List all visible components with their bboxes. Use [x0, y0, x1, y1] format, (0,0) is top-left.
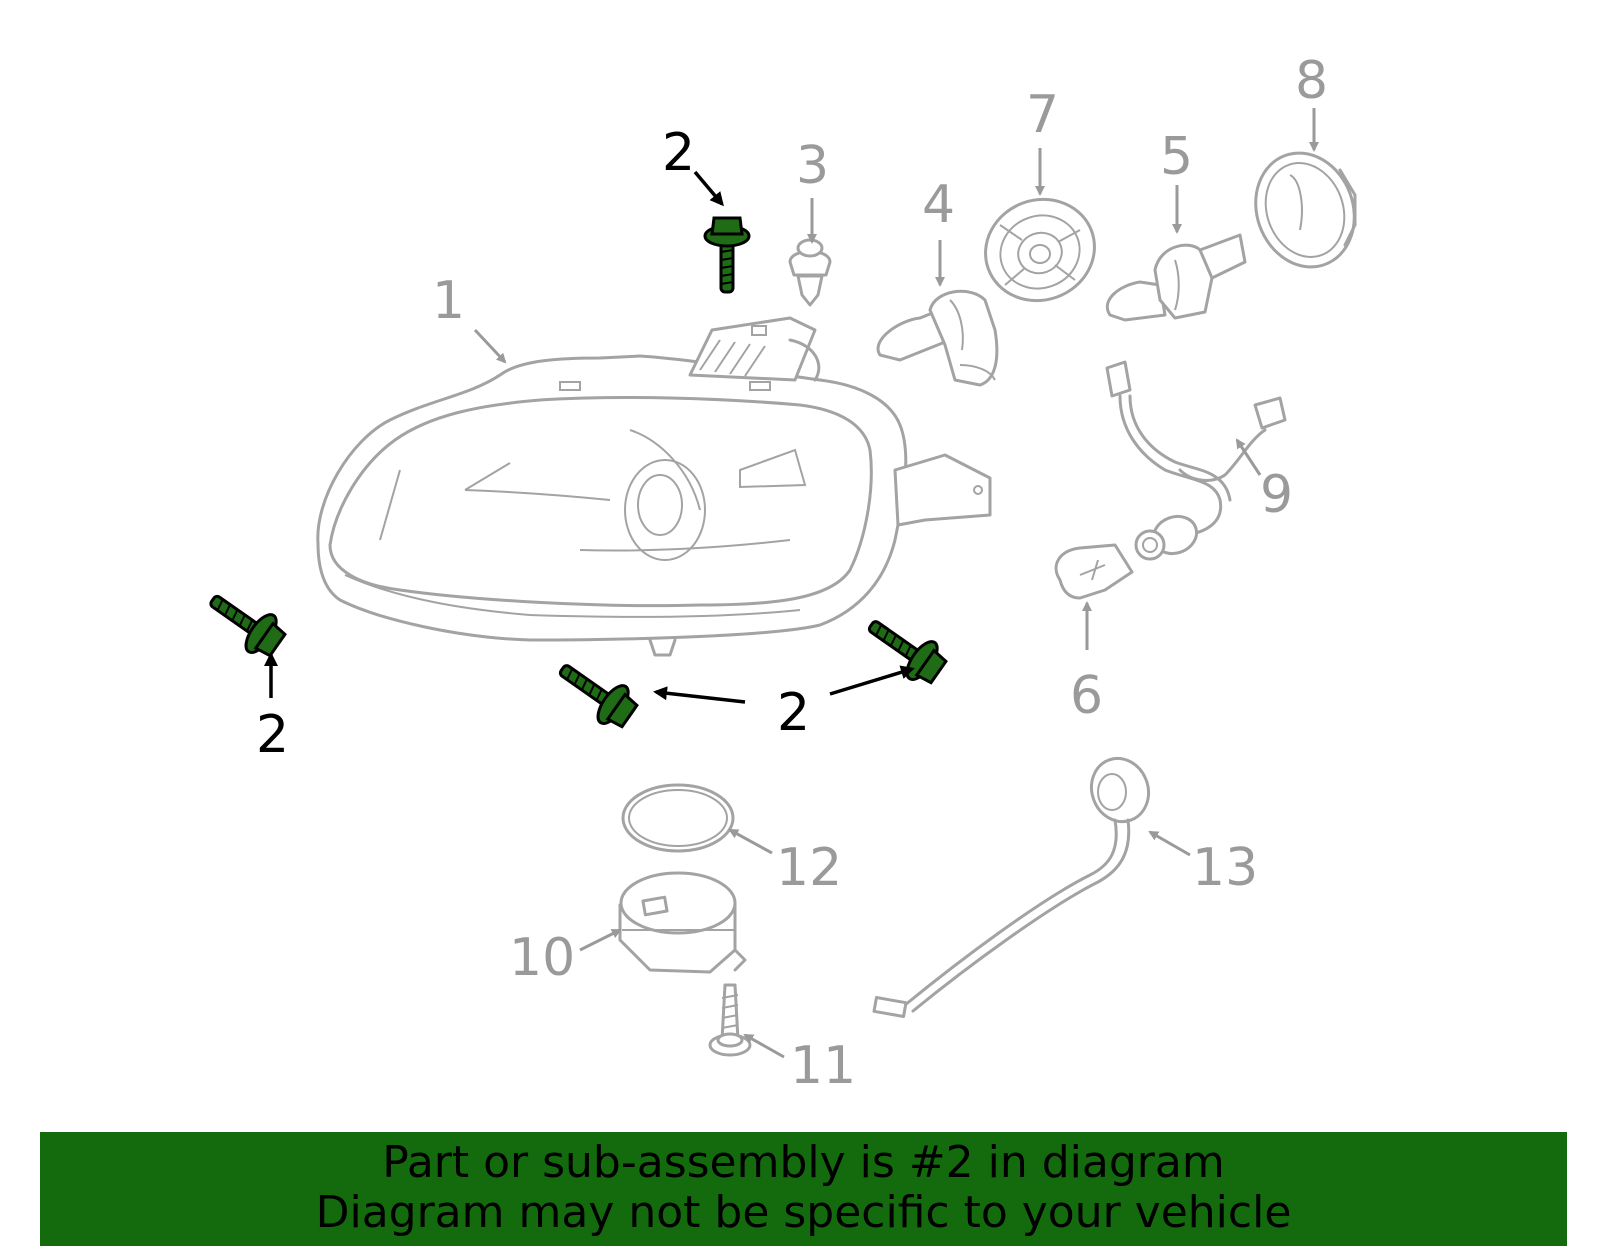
- callout-2-top: 2: [662, 123, 695, 183]
- callout-1: 1: [432, 271, 465, 331]
- callout-11: 11: [790, 1036, 856, 1096]
- bolt-part-2-bottom-center[interactable]: [550, 651, 642, 734]
- retaining-ring-part-8: [1254, 151, 1357, 269]
- o-ring-part-12: [621, 783, 735, 853]
- callout-6: 6: [1070, 666, 1103, 726]
- banner-line-part-number: Part or sub-assembly is #2 in diagram: [382, 1137, 1225, 1188]
- callout-10: 10: [509, 928, 575, 988]
- banner-line-disclaimer: Diagram may not be specific to your vehi…: [315, 1187, 1292, 1238]
- callout-7: 7: [1026, 85, 1059, 145]
- leader-arrows-grey: [473, 108, 1319, 1059]
- callout-3: 3: [796, 136, 829, 196]
- control-unit-part-10: [618, 871, 747, 974]
- callout-9: 9: [1260, 465, 1293, 525]
- callout-2-bottom: 2: [777, 683, 810, 743]
- notice-banner: Part or sub-assembly is #2 in diagram Di…: [40, 1132, 1567, 1246]
- sensor-lead-part-13: [872, 756, 1150, 1018]
- callout-5: 5: [1160, 127, 1193, 187]
- callout-13: 13: [1192, 838, 1258, 898]
- screw-part-11: [708, 983, 752, 1057]
- callout-8: 8: [1295, 51, 1328, 111]
- bulb-part-5: [1106, 233, 1247, 322]
- callout-2-left: 2: [256, 705, 289, 765]
- bolt-part-2-bottom-right[interactable]: [859, 607, 951, 690]
- bulb-part-4: [876, 289, 999, 387]
- socket-cap-part-7: [984, 197, 1096, 303]
- leader-arrows-part-2: [264, 170, 915, 704]
- bolt-part-2-top[interactable]: [703, 216, 751, 294]
- wiring-harness-part-9: [1105, 360, 1287, 561]
- push-clip-part: [788, 238, 832, 307]
- bulb-part-6: [1054, 543, 1134, 600]
- callout-12: 12: [776, 838, 842, 898]
- headlamp-assembly-part: [316, 316, 992, 657]
- callout-4: 4: [922, 175, 955, 235]
- bolt-part-2-left[interactable]: [200, 582, 290, 663]
